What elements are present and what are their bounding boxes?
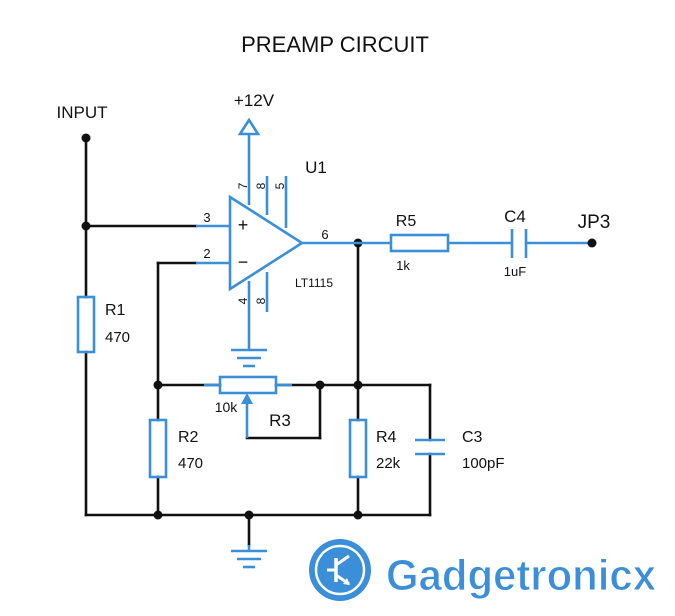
output-label: JP3 bbox=[578, 212, 611, 233]
c4-value: 1uF bbox=[504, 264, 526, 279]
supply-arrow-icon bbox=[237, 117, 261, 136]
pin-7-label: 7 bbox=[236, 182, 250, 189]
input-label: INPUT bbox=[57, 103, 108, 122]
r4-ref: R4 bbox=[376, 429, 397, 446]
capacitor-c3 bbox=[415, 438, 445, 456]
page-title: PREAMP CIRCUIT bbox=[241, 32, 429, 57]
c3-value: 100pF bbox=[462, 455, 505, 472]
r3-value: 10k bbox=[215, 399, 239, 415]
pin-8-bottom-label: 8 bbox=[254, 297, 268, 304]
opamp-ref: U1 bbox=[305, 158, 327, 177]
opamp-plus: + bbox=[238, 215, 249, 235]
resistor-r5 bbox=[358, 233, 512, 253]
pin-2-label: 2 bbox=[203, 246, 210, 261]
pin-3-label: 3 bbox=[203, 210, 210, 225]
resistor-r4 bbox=[348, 418, 368, 479]
resistor-r1 bbox=[76, 295, 96, 354]
output-terminal bbox=[587, 238, 597, 248]
junctions bbox=[81, 221, 363, 520]
brand-name: Gadgetronicx bbox=[386, 551, 656, 600]
pin-5-label: 5 bbox=[273, 182, 287, 189]
pin-4-label: 4 bbox=[236, 297, 250, 304]
r1-ref: R1 bbox=[105, 302, 126, 319]
opamp-minus: − bbox=[238, 252, 249, 272]
c4-ref: C4 bbox=[504, 207, 526, 226]
r1-value: 470 bbox=[105, 329, 130, 346]
c3-ref: C3 bbox=[462, 429, 483, 446]
capacitor-c4 bbox=[510, 229, 592, 258]
supply-label: +12V bbox=[234, 91, 275, 110]
r5-ref: R5 bbox=[396, 213, 417, 230]
potentiometer-r3 bbox=[204, 375, 292, 438]
ground-opamp-icon bbox=[231, 348, 267, 368]
r3-ref: R3 bbox=[269, 411, 291, 430]
r2-ref: R2 bbox=[178, 429, 199, 446]
brand-logo-icon bbox=[309, 539, 371, 601]
resistor-r2 bbox=[148, 418, 168, 479]
opamp-u1: + − 7 8 5 3 2 6 4 8 U1 LT1115 bbox=[196, 135, 358, 350]
pin-8-top-label: 8 bbox=[254, 182, 268, 189]
r5-value: 1k bbox=[396, 258, 410, 273]
opamp-part: LT1115 bbox=[295, 276, 333, 290]
wires bbox=[84, 136, 432, 547]
r4-value: 22k bbox=[376, 455, 401, 472]
ground-main-icon bbox=[231, 545, 267, 569]
pin-6-label: 6 bbox=[321, 227, 328, 242]
r2-value: 470 bbox=[178, 455, 203, 472]
